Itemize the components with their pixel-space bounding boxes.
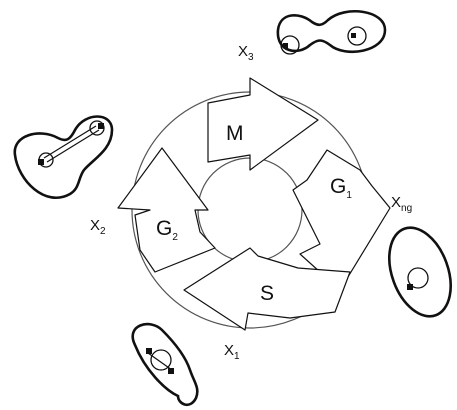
phase-label-g1: G1 (330, 175, 352, 201)
cell-xng-oval (388, 226, 452, 318)
phase-label-m: M (226, 122, 244, 145)
m-phase-arrow (207, 77, 319, 171)
phase-label-g2: G2 (156, 217, 178, 243)
s-phase-arrow (183, 247, 351, 331)
point-label-x2: X2 (90, 217, 106, 237)
cell-x1-budding (131, 322, 199, 407)
cell-x3-dividing (276, 9, 387, 55)
phase-label-s: S (260, 282, 274, 305)
cell-x2-dividing (13, 115, 114, 200)
point-label-xng: Xng (391, 194, 412, 214)
point-label-x3: X3 (238, 43, 254, 63)
g2-phase-arrow (117, 147, 216, 273)
point-label-x1: X1 (224, 342, 240, 362)
